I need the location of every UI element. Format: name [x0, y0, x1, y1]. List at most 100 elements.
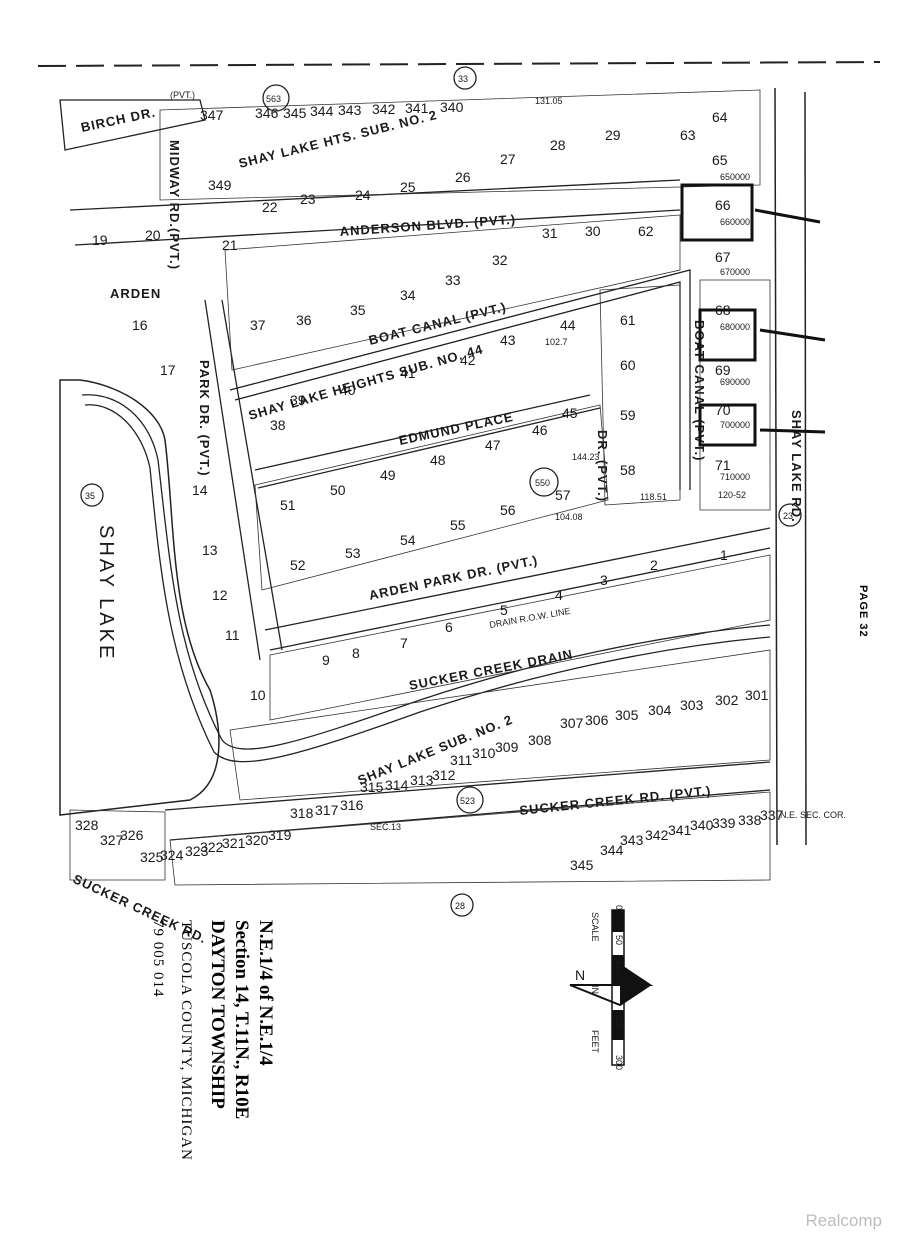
lot-label: 324 [160, 847, 184, 863]
corner-label: N.E. SEC. COR. [780, 810, 846, 820]
sucker-creek-drain-label: SUCKER CREEK DRAIN [408, 646, 575, 693]
circled-markers [80, 66, 802, 917]
highlight-arrow [759, 428, 826, 434]
arden-top-label: ARDEN [110, 286, 161, 301]
lot-label: 10 [250, 687, 266, 703]
lot-label: 307 [560, 715, 584, 731]
lot-label: 319 [268, 827, 292, 843]
lot-label: 63 [680, 127, 696, 143]
lot-label: 7 [400, 635, 408, 651]
lot-label: 38 [270, 417, 286, 433]
lot-label: 65 [712, 152, 728, 168]
lot-numbers: 347 346 345 344 343 342 341 340 349 22 2… [75, 99, 784, 873]
lot-value: 680000 [720, 322, 750, 332]
lot-label: 35 [350, 302, 366, 318]
lot-label: 32 [492, 252, 508, 268]
lot-label: 21 [222, 237, 238, 253]
lot-label: 340 [440, 99, 464, 115]
lot-label: 302 [715, 692, 739, 708]
lot-label: 343 [338, 102, 362, 118]
section-boundary-top [37, 61, 881, 67]
edmund-place [254, 394, 601, 489]
lot-value: 690000 [720, 377, 750, 387]
circled-label: 23 [783, 511, 793, 521]
lot-label: 8 [352, 645, 360, 661]
lot-value: 660000 [720, 217, 750, 227]
lot-value: 120-52 [718, 490, 746, 500]
lot-label: 315 [360, 779, 384, 795]
lot-value: 700000 [720, 420, 750, 430]
highlight-box [680, 183, 754, 242]
lot-label: 46 [532, 422, 548, 438]
lot-label: 341 [668, 822, 692, 838]
lot-label: 347 [200, 107, 224, 123]
lot-label: 69 [715, 362, 731, 378]
lot-label: 341 [405, 100, 429, 116]
birch-dr [59, 99, 206, 151]
highlight-arrow [754, 208, 821, 224]
birch-dr-label: BIRCH DR. [80, 104, 158, 135]
lot-label: 312 [432, 767, 456, 783]
lot-label: 339 [712, 815, 736, 831]
north-arrow-icon: N [569, 964, 654, 1007]
lot-label: 27 [500, 151, 516, 167]
lot-label: 318 [290, 805, 314, 821]
heights-sub-label: SHAY LAKE HEIGHTS SUB. NO. 44 [247, 341, 485, 423]
lot-label: 6 [445, 619, 453, 635]
lot-label: 309 [495, 739, 519, 755]
circled-label: 33 [458, 74, 468, 84]
lot-label: 31 [542, 225, 558, 241]
lot-label: 323 [185, 843, 209, 859]
scale-feet: FEET [590, 1030, 600, 1054]
shay-lake-rd-label: SHAY LAKE RD. [789, 410, 804, 523]
scale-tick: 100 [614, 960, 624, 975]
lot-label: 325 [140, 849, 164, 865]
lot-label: 306 [585, 712, 609, 728]
scale-tick: 300 [614, 1055, 624, 1070]
lot-label: 56 [500, 502, 516, 518]
lot-lines [69, 89, 771, 886]
lot-label: 28 [550, 137, 566, 153]
lot-label: 40 [340, 382, 356, 398]
lot-label: 16 [132, 317, 148, 333]
page-label: PAGE 32 [857, 585, 869, 638]
highlight-arrow [759, 328, 826, 342]
lot-label: 305 [615, 707, 639, 723]
lot-label: 328 [75, 817, 99, 833]
arden-park-dr-label: ARDEN PARK DR. (PVT.) [368, 552, 540, 603]
township-title: DAYTON TOWNSHIP [207, 920, 228, 1109]
lot-label: 12 [212, 587, 228, 603]
shay-lake-label: SHAY LAKE [95, 525, 117, 661]
lot-label: 37 [250, 317, 266, 333]
section-title: N.E.1/4 of N.E.1/4 [255, 920, 276, 1066]
lot-label: 47 [485, 437, 501, 453]
lot-label: 61 [620, 312, 636, 328]
lot-label: 34 [400, 287, 416, 303]
county-title: TUSCOLA COUNTY, MICHIGAN [178, 920, 194, 1161]
lot-label: 33 [445, 272, 461, 288]
lot-label: 313 [410, 772, 434, 788]
lot-label: 3 [600, 572, 608, 588]
lot-label: 301 [745, 687, 769, 703]
lot-label: 26 [455, 169, 471, 185]
scale-in: IN [590, 985, 600, 994]
lot-label: 349 [208, 177, 232, 193]
lot-label: 48 [430, 452, 446, 468]
lot-label: 25 [400, 179, 416, 195]
circled-label: 523 [460, 796, 475, 806]
lot-label: 1 [720, 547, 728, 563]
lot-label: 321 [222, 835, 246, 851]
lot-label: 9 [322, 652, 330, 668]
lot-value: 104.08 [555, 512, 583, 522]
lot-label: 343 [620, 832, 644, 848]
lot-label: 54 [400, 532, 416, 548]
highlight-box [698, 403, 757, 447]
highlight-box [698, 308, 757, 362]
lot-label: 29 [605, 127, 621, 143]
circled-label: 28 [455, 901, 465, 911]
lot-label: 52 [290, 557, 306, 573]
lot-label: 51 [280, 497, 296, 513]
lot-label: 59 [620, 407, 636, 423]
lot-label: 60 [620, 357, 636, 373]
lot-label: 53 [345, 545, 361, 561]
